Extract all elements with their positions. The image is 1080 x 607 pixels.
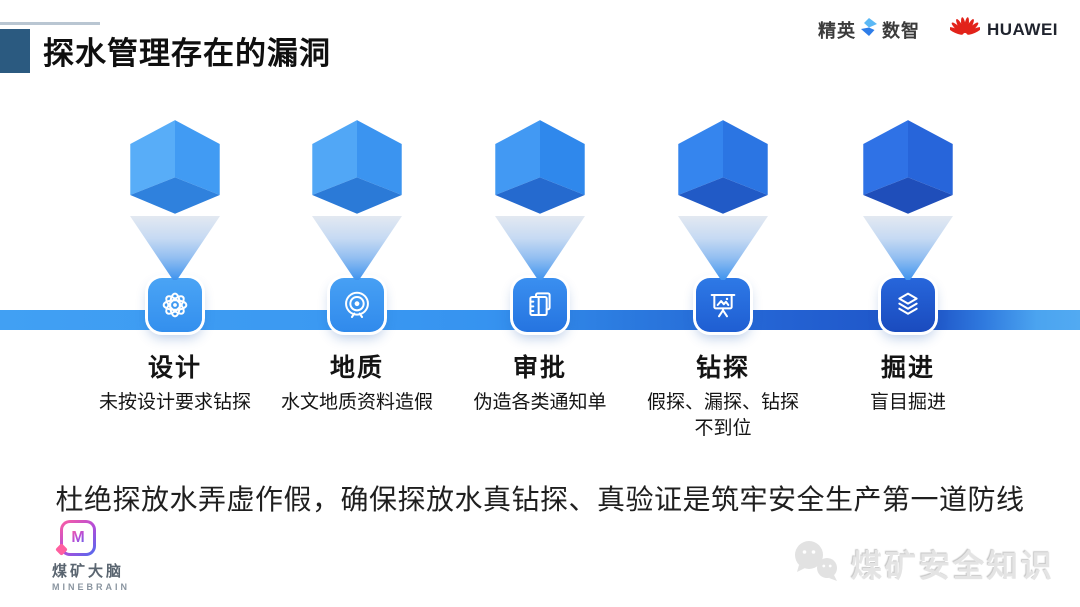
title-accent-square — [0, 28, 30, 73]
partner-logo-text-left: 精英 — [818, 20, 856, 41]
step-column-approval: 审批 伪造各类通知单 — [445, 118, 635, 416]
cube-graphic — [130, 120, 220, 214]
minebrain-name-en: MINEBRAIN — [52, 582, 130, 592]
step-description: 未按设计要求钻探 — [98, 392, 251, 413]
step-tile-approval — [513, 278, 567, 332]
step-column-design: 设计 未按设计要求钻探 — [80, 118, 270, 416]
cube-graphic — [495, 120, 585, 214]
huawei-flower-icon — [948, 16, 982, 43]
wechat-icon — [789, 538, 841, 589]
minebrain-logo-icon: M — [60, 520, 96, 556]
step-tile-excavation — [881, 278, 935, 332]
documents-icon — [529, 292, 551, 316]
step-column-geology: 地质 水文地质资料造假 — [262, 118, 452, 416]
step-description: 假探、漏探、钻探不到位 — [646, 392, 799, 439]
huawei-logo: HUAWEI — [948, 16, 1058, 43]
light-beam — [312, 216, 402, 280]
watermark-text: 煤矿安全知识 — [851, 549, 1055, 584]
page-title: 探水管理存在的漏洞 — [43, 36, 331, 71]
diamond-spark-icon — [859, 17, 879, 42]
step-tile-drilling — [696, 278, 750, 332]
target-icon — [345, 291, 369, 318]
minebrain-name-cn: 煤矿大脑 — [52, 563, 125, 580]
header-logos: 精英 数智 — [818, 16, 1058, 43]
step-label: 地质 — [329, 354, 384, 382]
minebrain-logo: M 煤矿大脑 MINEBRAIN — [52, 520, 130, 592]
step-tile-design — [148, 278, 202, 332]
minebrain-monogram: M — [71, 529, 85, 546]
step-label: 审批 — [512, 354, 567, 382]
cube-graphic — [863, 120, 953, 214]
step-label: 设计 — [147, 354, 202, 382]
layers-icon — [898, 292, 918, 315]
partner-logo-text-right: 数智 — [882, 20, 920, 41]
light-beam — [495, 216, 585, 280]
step-label: 掘进 — [880, 354, 935, 382]
atom-icon — [162, 292, 188, 318]
step-description: 水文地质资料造假 — [280, 392, 433, 413]
summary-text: 杜绝探放水弄虚作假，确保探放水真钻探、真验证是筑牢安全生产第一道防线 — [55, 485, 1025, 516]
presentation-board-icon — [710, 294, 736, 318]
title-block: 探水管理存在的漏洞 — [0, 28, 331, 73]
step-label: 钻探 — [695, 354, 750, 382]
step-column-drilling: 钻探 假探、漏探、钻探不到位 — [628, 118, 818, 441]
step-tile-geology — [330, 278, 384, 332]
step-description: 伪造各类通知单 — [473, 392, 607, 413]
partner-logo: 精英 数智 — [818, 17, 920, 43]
huawei-logo-text: HUAWEI — [987, 19, 1058, 39]
cube-graphic — [678, 120, 768, 214]
decorative-line — [0, 22, 100, 25]
step-column-excavation: 掘进 盲目掘进 — [813, 118, 1003, 416]
light-beam — [678, 216, 768, 280]
step-description: 盲目掘进 — [869, 392, 946, 413]
light-beam — [130, 216, 220, 280]
cube-graphic — [312, 120, 402, 214]
light-beam — [863, 216, 953, 280]
watermark: 煤矿安全知识 — [789, 538, 1055, 589]
